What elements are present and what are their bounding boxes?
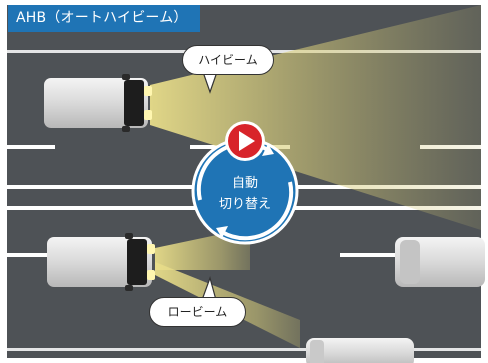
high-beam-label: ハイビーム: [198, 53, 258, 67]
car-low-beam: [47, 233, 155, 291]
lane-dash: [7, 253, 47, 257]
bottom-lane-line: [7, 348, 481, 351]
play-button-icon: [225, 121, 265, 161]
car-high-beam: [44, 74, 152, 132]
page-title: AHB（オートハイビーム）: [8, 5, 200, 32]
auto-switch-label-line1: 自動: [231, 176, 258, 191]
low-beam-label: ロービーム: [167, 305, 228, 319]
high-beam-light: [150, 5, 481, 230]
preceding-car: [306, 338, 414, 363]
high-beam-callout: ハイビーム: [182, 45, 274, 75]
auto-switch-label: 自動 切り替え: [210, 173, 280, 215]
auto-switch-label-line2: 切り替え: [218, 197, 271, 212]
oncoming-car: [395, 237, 485, 287]
low-beam-callout: ロービーム: [149, 297, 246, 327]
lane-dash: [7, 145, 55, 149]
